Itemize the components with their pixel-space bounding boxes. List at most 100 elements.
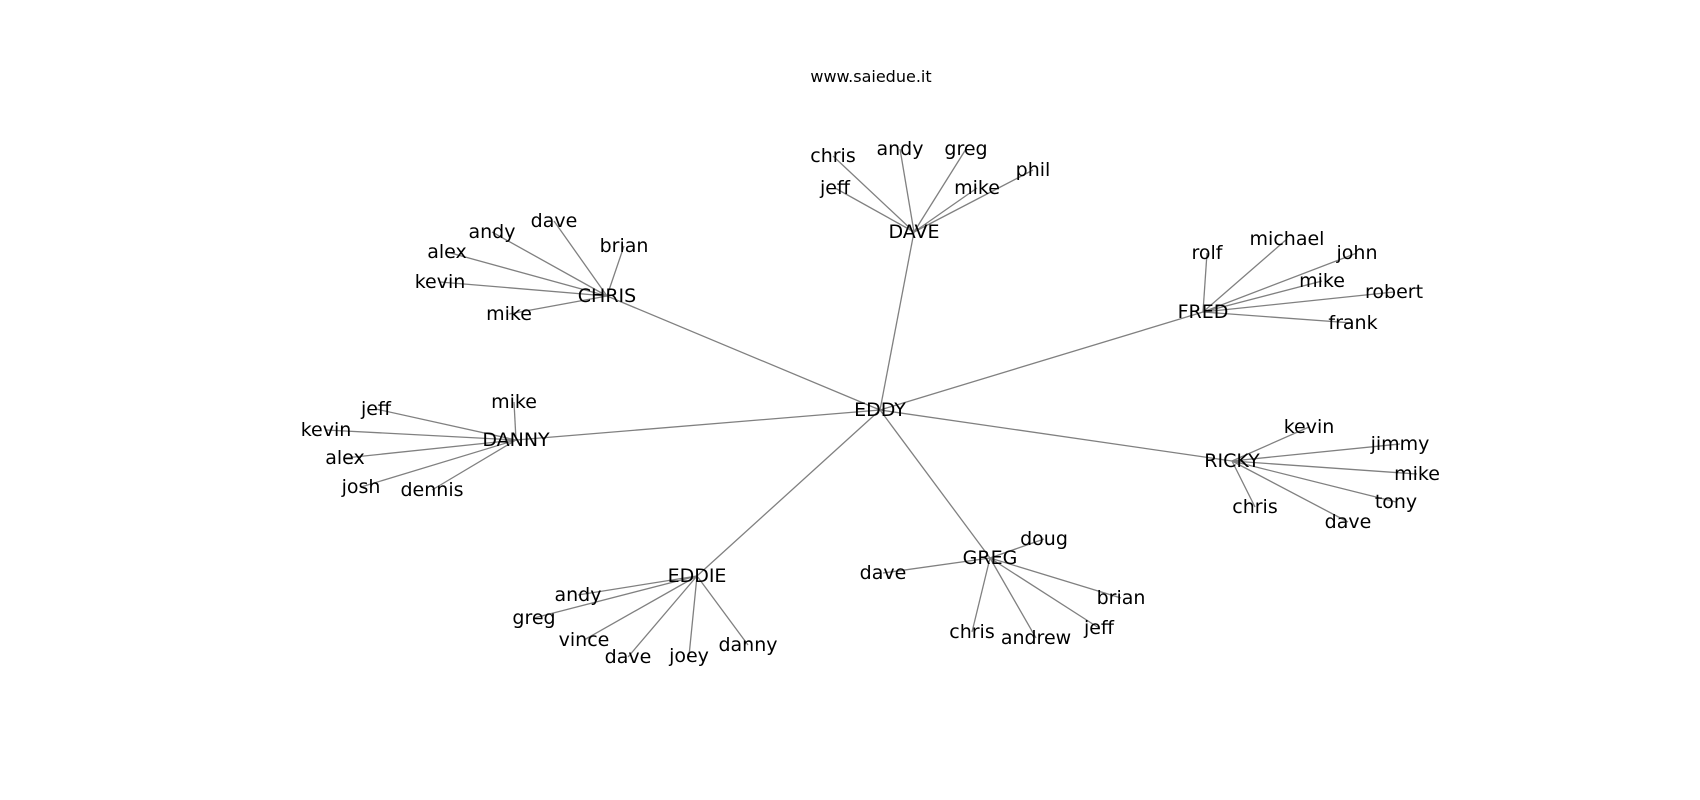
node-ricky-kevin: kevin (1284, 416, 1335, 438)
edge-eddie-danny (696, 575, 749, 646)
node-chris-alex: alex (427, 241, 467, 263)
edge-layer (325, 148, 1418, 658)
node-chris-dave: dave (531, 210, 578, 232)
node-chris-mike: mike (486, 303, 532, 325)
edge-eddie-greg (533, 575, 698, 619)
edge-dave-phil (913, 169, 1034, 233)
node-greg-andrew: andrew (1001, 627, 1071, 649)
edge-fred-frank (1202, 311, 1354, 324)
edge-fred-john (1202, 252, 1358, 313)
node-center-eddy: EDDY (854, 399, 906, 421)
node-dave-greg: greg (944, 138, 987, 160)
edge-danny-kevin (325, 429, 517, 441)
node-greg-doug: doug (1020, 528, 1068, 550)
edge-danny-mike (513, 401, 517, 441)
node-chris-brian: brian (600, 235, 649, 257)
edge-ricky-dave (1231, 460, 1349, 523)
node-hub-chris: CHRIS (578, 285, 636, 307)
node-fred-robert: robert (1365, 281, 1423, 303)
node-danny-dennis: dennis (400, 479, 463, 501)
edge-fred-rolf (1202, 252, 1208, 313)
edge-eddy-greg (879, 409, 991, 559)
node-eddie-danny: danny (718, 634, 777, 656)
node-danny-alex: alex (325, 447, 365, 469)
edge-danny-josh (360, 439, 517, 488)
node-ricky-jimmy: jimmy (1370, 433, 1430, 455)
node-hub-danny: DANNY (482, 429, 550, 451)
edge-fred-robert (1202, 291, 1395, 313)
node-greg-chris: chris (949, 621, 994, 643)
node-hub-ricky: RICKY (1204, 450, 1260, 472)
edge-greg-brian (989, 557, 1122, 599)
edge-fred-michael (1202, 238, 1288, 313)
node-fred-rolf: rolf (1192, 242, 1224, 264)
edge-eddy-eddie (696, 409, 881, 577)
edge-dave-chris (832, 155, 915, 233)
node-eddie-andy: andy (555, 584, 602, 606)
edge-eddy-chris (606, 295, 881, 411)
edge-greg-doug (989, 538, 1045, 559)
node-hub-fred: FRED (1178, 301, 1229, 323)
node-dave-mike: mike (954, 177, 1000, 199)
edge-eddie-dave (627, 575, 698, 658)
node-dave-jeff: jeff (819, 177, 851, 199)
edge-ricky-mike (1231, 460, 1418, 475)
node-danny-mike: mike (491, 391, 537, 413)
node-dave-chris: chris (810, 145, 855, 167)
node-fred-frank: frank (1328, 312, 1377, 334)
edge-eddie-vince (583, 575, 698, 641)
node-eddie-joey: joey (668, 645, 709, 667)
node-fred-john: john (1336, 242, 1378, 264)
node-fred-michael: michael (1250, 228, 1325, 250)
edge-eddy-fred (879, 311, 1204, 411)
node-eddie-vince: vince (559, 629, 610, 651)
edge-greg-dave (882, 557, 991, 574)
node-dave-phil: phil (1016, 159, 1051, 181)
edge-ricky-kevin (1231, 426, 1310, 462)
edge-dave-greg (913, 148, 967, 233)
node-greg-dave: dave (860, 562, 907, 584)
node-chris-kevin: kevin (415, 271, 466, 293)
node-dave-andy: andy (877, 138, 924, 160)
node-ricky-chris: chris (1232, 496, 1277, 518)
node-hub-dave: DAVE (888, 221, 939, 243)
node-hub-eddie: EDDIE (668, 565, 727, 587)
edge-chris-andy (491, 231, 608, 297)
node-eddie-greg: greg (512, 607, 555, 629)
edge-chris-alex (446, 251, 608, 297)
edge-danny-alex (344, 439, 517, 459)
edge-chris-brian (606, 245, 625, 297)
edge-eddie-joey (688, 575, 698, 657)
node-ricky-mike: mike (1394, 463, 1440, 485)
node-eddie-dave: dave (605, 646, 652, 668)
edge-eddy-ricky (879, 409, 1233, 462)
edge-chris-dave (553, 220, 608, 297)
edge-greg-andrew (989, 557, 1037, 639)
node-hub-greg: GREG (963, 547, 1018, 569)
edge-dave-andy (899, 148, 915, 233)
edge-greg-chris (971, 557, 991, 633)
node-chris-andy: andy (469, 221, 516, 243)
edge-greg-jeff (989, 557, 1100, 629)
node-ricky-tony: tony (1375, 491, 1417, 513)
edge-chris-kevin (439, 281, 608, 297)
edge-dave-jeff (834, 187, 915, 233)
node-danny-kevin: kevin (301, 419, 352, 441)
node-ricky-dave: dave (1325, 511, 1372, 533)
edge-eddy-dave (879, 231, 915, 411)
node-danny-josh: josh (341, 476, 381, 498)
edge-eddie-andy (577, 575, 698, 596)
edge-eddy-danny (515, 409, 881, 441)
edge-ricky-tony (1231, 460, 1397, 503)
edge-danny-dennis (431, 439, 517, 491)
edge-chris-mike (508, 295, 608, 315)
node-greg-brian: brian (1097, 587, 1146, 609)
node-fred-mike: mike (1299, 270, 1345, 292)
node-danny-jeff: jeff (360, 398, 392, 420)
edge-danny-jeff (375, 408, 517, 441)
edge-fred-mike (1202, 280, 1323, 313)
edge-dave-mike (913, 187, 978, 233)
graph-title: www.saiedue.it (810, 67, 931, 86)
